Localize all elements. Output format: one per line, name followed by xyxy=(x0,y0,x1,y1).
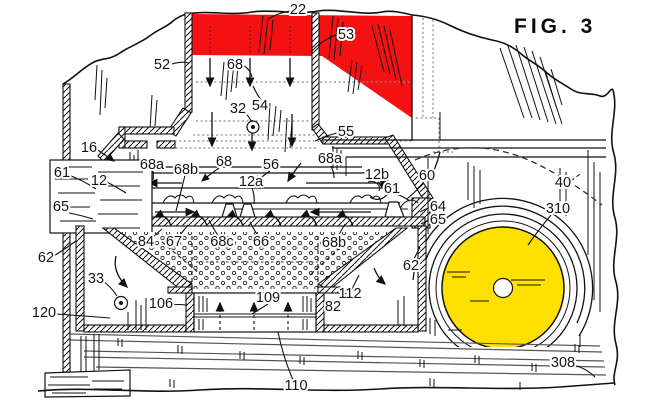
ref-label-62-right: 62 xyxy=(403,258,419,274)
ref-label-120: 120 xyxy=(32,305,56,321)
perforated-screen xyxy=(112,232,398,289)
ref-label-60: 60 xyxy=(419,168,435,184)
ref-label-40: 40 xyxy=(555,175,571,191)
wheel-hub xyxy=(492,277,514,299)
container-right-wall xyxy=(417,225,427,332)
ref-label-68a-right: 68a xyxy=(318,151,343,167)
ref-label-106: 106 xyxy=(149,296,173,312)
ref-label-56: 56 xyxy=(263,157,279,173)
ref-label-33: 33 xyxy=(88,271,104,287)
chute-right-wall xyxy=(311,12,320,131)
ref-label-68-center: 68 xyxy=(216,154,232,170)
left-housing-box xyxy=(49,159,153,234)
ref-label-22: 22 xyxy=(290,2,306,18)
ref-label-68b-left: 68b xyxy=(174,162,198,178)
wheel-housing-outer-arc xyxy=(412,197,594,337)
ref-label-65-right: 65 xyxy=(430,212,446,228)
ref-label-67: 67 xyxy=(166,234,182,250)
ref-label-12a: 12a xyxy=(239,174,264,190)
ref-label-64: 64 xyxy=(430,199,446,215)
reference-numerals: FIG. 3 22 53 52 68 32 54 55 16 61 12 68a… xyxy=(30,0,596,396)
ref-label-112: 112 xyxy=(338,286,361,302)
frame-rails xyxy=(37,333,615,398)
ref-label-32: 32 xyxy=(230,101,246,117)
ref-label-61-right: 61 xyxy=(384,181,400,197)
ref-label-308: 308 xyxy=(551,355,575,371)
ref-label-68b-right: 68b xyxy=(322,235,346,251)
ref-label-68a-left: 68a xyxy=(140,157,165,173)
trajectory-arc xyxy=(414,147,603,206)
red-highlight-region xyxy=(188,14,413,141)
figure-title: FIG. 3 xyxy=(514,15,596,38)
ref-label-53: 53 xyxy=(338,27,354,43)
ref-label-66: 66 xyxy=(253,234,269,250)
funnel-left-wall xyxy=(101,227,194,291)
collector-container xyxy=(75,225,427,333)
ref-label-68c: 68c xyxy=(210,234,233,250)
ref-label-12: 12 xyxy=(91,173,107,189)
ref-label-82: 82 xyxy=(325,299,341,315)
ref-label-12b: 12b xyxy=(365,167,389,183)
ref-label-65-left: 65 xyxy=(53,199,69,215)
leader-lines xyxy=(51,10,596,383)
ground-break-line xyxy=(37,382,615,392)
ref-label-310: 310 xyxy=(546,201,570,217)
ref-label-84: 84 xyxy=(138,234,154,250)
ref-label-110: 110 xyxy=(284,378,307,394)
ref-label-55: 55 xyxy=(338,124,354,140)
red-highlight-shape xyxy=(188,14,412,118)
mounting-bracket xyxy=(118,126,175,135)
ref-label-16: 16 xyxy=(81,140,97,156)
ref-label-109: 109 xyxy=(256,290,280,306)
wheel-housing-inner-arc xyxy=(421,205,586,324)
ref-label-61-left: 61 xyxy=(54,165,70,181)
ref-label-68-chute: 68 xyxy=(227,57,243,73)
ref-label-54: 54 xyxy=(252,98,268,114)
ref-label-62-left: 62 xyxy=(38,250,54,266)
container-left-wall xyxy=(75,225,85,332)
ref-label-52: 52 xyxy=(154,57,170,73)
baffle-hook-12b xyxy=(361,171,390,200)
